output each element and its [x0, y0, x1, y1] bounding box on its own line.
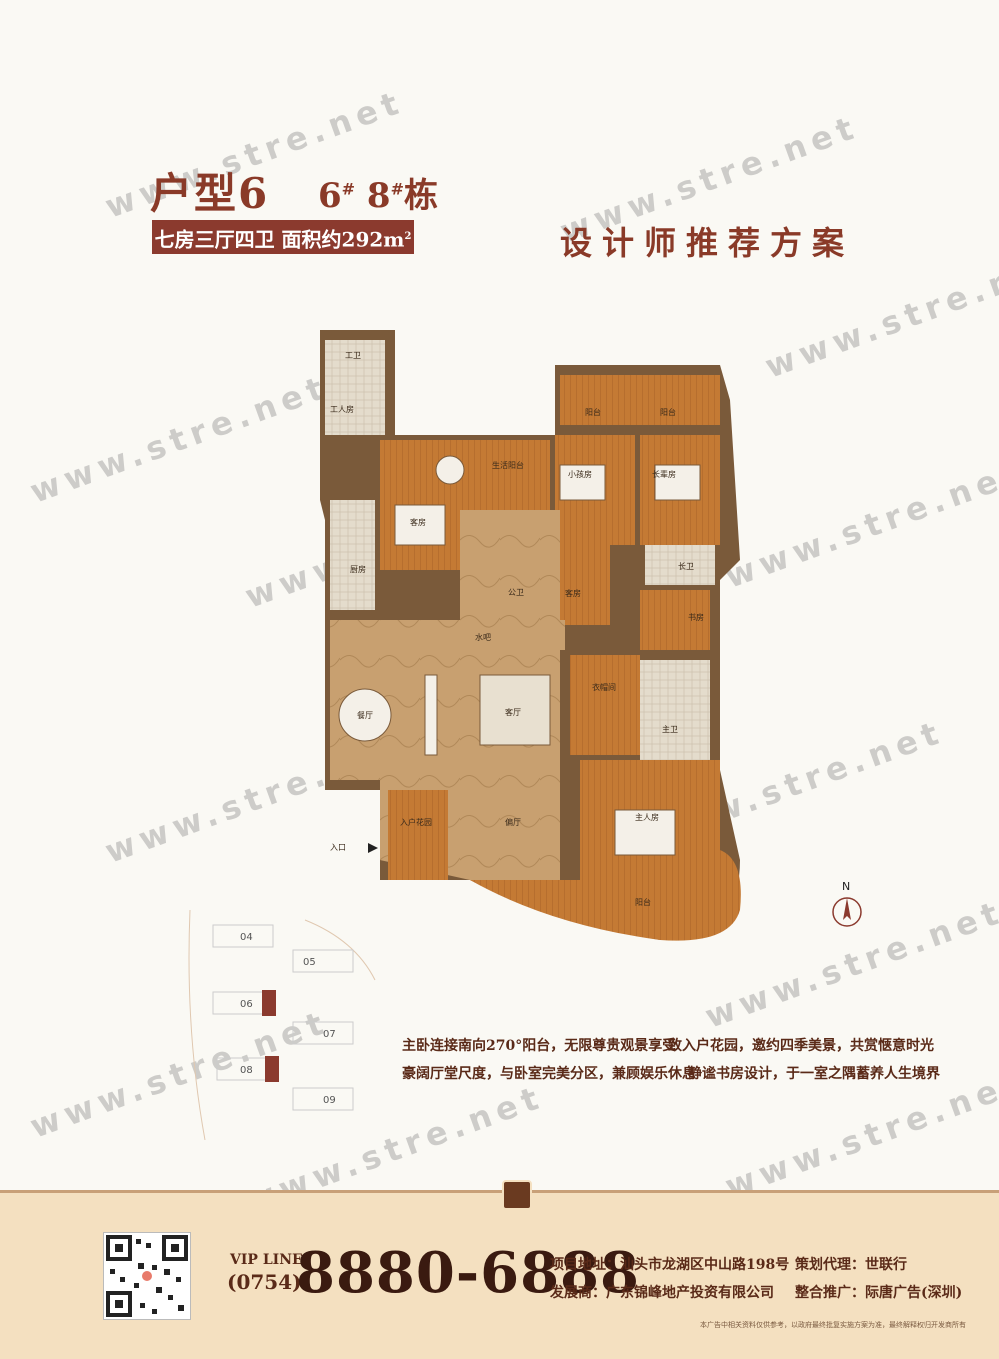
building-numbers: 6# 8#栋	[318, 176, 438, 216]
label-study: 书房	[688, 612, 704, 622]
label-dining: 餐厅	[357, 711, 373, 720]
master-bed	[614, 809, 676, 856]
north-label: N	[842, 880, 850, 893]
label-worker-bath: 工卫	[345, 351, 361, 360]
watermark: www.stre.net	[720, 1062, 999, 1206]
label-entrance: 入口	[330, 843, 346, 852]
label-master-bath: 主卫	[662, 724, 678, 734]
feature-2: 致入户花园，邀约四季美景，共赏惬意时光	[668, 1038, 934, 1054]
floor-plan: 工卫 工人房 客房 生活阳台 小孩房 长辈房 阳台 阳台 厨房 公卫 客房 长卫…	[320, 330, 741, 941]
living-balcony	[480, 440, 550, 520]
north-arrow-icon	[843, 898, 851, 920]
label-master-bedroom: 主人房	[635, 812, 659, 822]
highlight-08	[265, 1056, 279, 1082]
north-compass: N	[832, 880, 862, 927]
study	[640, 590, 710, 650]
label-guest-room-2: 客房	[565, 588, 581, 598]
vip-phone-number[interactable]: 8880-6888	[296, 1240, 640, 1306]
label-living: 客厅	[505, 707, 521, 717]
master-bath	[640, 660, 710, 760]
label-balcony-2: 阳台	[660, 407, 676, 417]
label-elder-bath: 长卫	[678, 561, 694, 571]
label-balcony-south: 阳台	[635, 897, 651, 907]
watermark: www.stre.net	[25, 367, 334, 511]
label-child-room: 小孩房	[568, 469, 592, 479]
dining-table	[338, 688, 392, 742]
slogan: 设计师推荐方案	[560, 224, 855, 262]
unit-type-title: 户型6	[150, 169, 270, 218]
building-05	[292, 949, 354, 973]
elder-bath	[645, 545, 715, 585]
label-balcony-1: 阳台	[585, 407, 601, 417]
sofa-set	[479, 674, 551, 746]
site-road	[304, 919, 376, 981]
label-entry-garden: 入户花园	[400, 817, 432, 827]
site-label-07: 07	[323, 1029, 336, 1040]
tv-cabinet	[424, 674, 438, 756]
label-worker-room: 工人房	[330, 404, 354, 414]
developer-row: 发展商：广东锦峰地产投资有限公司	[550, 1285, 774, 1301]
label-closet: 衣帽间	[592, 682, 616, 692]
highlight-06	[262, 990, 276, 1016]
site-label-06: 06	[240, 999, 253, 1010]
site-label-05: 05	[303, 957, 316, 968]
promo-row: 整合推广：际唐广告(深圳)	[795, 1285, 963, 1301]
balcony-south	[470, 850, 741, 941]
label-water-bar: 水吧	[475, 632, 491, 642]
entry-garden	[388, 790, 448, 880]
logo-emblem-icon	[502, 1180, 532, 1210]
feature-3: 豪阔厅堂尺度，与卧室完美分区，兼顾娱乐休息	[402, 1066, 696, 1082]
elder-bed	[654, 464, 701, 501]
planning-row: 策划代理：世联行	[795, 1257, 907, 1273]
label-guest-room-1: 客房	[410, 517, 426, 527]
site-map: 04 05 06 07 08 09	[188, 910, 376, 1140]
feature-1: 主卧连接南向270°阳台，无限尊贵观景享受	[402, 1038, 677, 1054]
site-road	[188, 910, 206, 1140]
site-label-04: 04	[240, 932, 253, 943]
vip-line-label: VIP LINE	[230, 1252, 303, 1268]
building-04	[212, 924, 274, 948]
kitchen	[330, 500, 375, 610]
label-living-balcony: 生活阳台	[492, 460, 524, 470]
building-09	[292, 1087, 354, 1111]
feature-4: 静谧书房设计，于一室之隅蓄养人生境界	[688, 1066, 940, 1082]
label-kitchen: 厨房	[350, 564, 366, 574]
address-row: 项目地址：汕头市龙湖区中山路198号	[550, 1257, 790, 1273]
area-code: (0754)	[227, 1270, 302, 1294]
label-side-hall: 偏厅	[505, 817, 521, 827]
water-bar	[460, 510, 560, 620]
building-07	[292, 1021, 354, 1045]
entrance-arrow-icon	[368, 843, 378, 853]
spec-bar: 七房三厅四卫 面积约292m2	[152, 220, 414, 254]
round-table	[435, 455, 465, 485]
guest-bed	[394, 504, 446, 546]
balcony-north	[560, 375, 720, 425]
label-public-bath: 公卫	[508, 588, 524, 597]
label-elder-room: 长辈房	[652, 469, 676, 479]
disclaimer: 本广告中相关资料仅供参考，以政府最终批复实施方案为准，最终解释权归开发商所有	[700, 1321, 966, 1329]
closet	[570, 655, 640, 755]
site-label-08: 08	[240, 1065, 253, 1076]
site-label-09: 09	[323, 1095, 336, 1106]
child-bed	[559, 464, 606, 501]
qr-code-icon[interactable]	[103, 1232, 191, 1320]
worker-room	[325, 340, 385, 435]
